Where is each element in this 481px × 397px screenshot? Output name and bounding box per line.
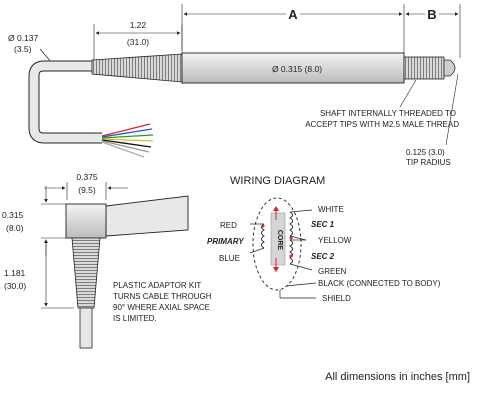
- adaptor-height-in: 0.315: [2, 210, 24, 220]
- primary-coil: [261, 223, 265, 249]
- cable-diameter-mm: (3.5): [14, 44, 32, 54]
- units-footnote: All dimensions in inches [mm]: [325, 371, 470, 383]
- adaptor-note-3: 90° WHERE AXIAL SPACE: [113, 303, 210, 312]
- tip-radius-value: 0.125 (3.0): [406, 148, 445, 157]
- adaptor-height-mm: (8.0): [6, 223, 24, 233]
- sec1-label: SEC 1: [311, 220, 335, 229]
- wiring-title: WIRING DIAGRAM: [230, 175, 325, 187]
- core: [270, 212, 286, 266]
- adaptor-length-in: 1.181: [4, 268, 26, 278]
- shaft-note-leader: [399, 79, 417, 108]
- adaptor-length-mm: (30.0): [4, 281, 26, 291]
- adaptor-view: 0.375 (9.5) 0.315 (8.0) 1.181 (30.0) PLA…: [2, 172, 212, 349]
- sec1-coil: [289, 211, 293, 237]
- core-label: CORE: [276, 230, 283, 251]
- wire-red-label: RED: [220, 221, 237, 230]
- primary-label: PRIMARY: [207, 237, 244, 246]
- cable-outline: [28, 60, 102, 144]
- adaptor-note-1: PLASTIC ADAPTOR KIT: [113, 281, 201, 290]
- strain-relief: [91, 53, 183, 83]
- cable-diameter-in: Ø 0.137: [8, 33, 39, 43]
- sec2-coil: [289, 239, 293, 265]
- body-diameter: Ø 0.315 (8.0): [272, 64, 322, 74]
- strain-length-in: 1.22: [130, 20, 147, 30]
- adaptor-width-in: 0.375: [76, 172, 98, 182]
- adaptor-note-2: TURNS CABLE THROUGH: [113, 292, 212, 301]
- lvdt-body: [181, 52, 405, 84]
- shaft-note-line-2: ACCEPT TIPS WITH M2.5 MALE THREAD: [305, 120, 459, 129]
- adaptor-cable-horizontal: [105, 195, 189, 237]
- wire-green-label: GREEN: [318, 267, 347, 276]
- top-view: Ø 0.137 (3.5) 1.22 (31.0) Ø 0.315 (8.0): [8, 4, 461, 167]
- adaptor-cable-down: [79, 307, 93, 349]
- shaft-note-line-1: SHAFT INTERNALLY THREADED TO: [320, 109, 456, 118]
- tip-radius-label: TIP RADIUS: [406, 158, 451, 167]
- wire-black-label: BLACK (CONNECTED TO BODY): [318, 279, 441, 288]
- wiring-diagram: WIRING DIAGRAM CORE RED PRIMARY BLUE WH: [207, 175, 441, 303]
- adaptor-block: [65, 203, 107, 239]
- wire-blue-label: BLUE: [219, 254, 240, 263]
- adaptor-note-4: IS LIMITED.: [113, 314, 157, 323]
- tip: [443, 59, 456, 77]
- adaptor-strain-relief: [71, 237, 101, 309]
- dim-b-label: B: [427, 7, 436, 22]
- adaptor-width-mm: (9.5): [78, 185, 96, 195]
- cable-fill: [29, 61, 102, 143]
- shield-outline: [252, 197, 302, 291]
- strain-length-mm: (31.0): [127, 37, 149, 47]
- lead-wires: [101, 123, 154, 158]
- tip-radius-leader: [445, 73, 459, 146]
- sec2-label: SEC 2: [311, 252, 335, 261]
- wire-white-label: WHITE: [318, 205, 344, 214]
- wire-yellow-label: YELLOW: [318, 236, 352, 245]
- shield-label: SHIELD: [322, 294, 351, 303]
- shaft-boot: [403, 56, 445, 80]
- dim-a-label: A: [288, 7, 298, 22]
